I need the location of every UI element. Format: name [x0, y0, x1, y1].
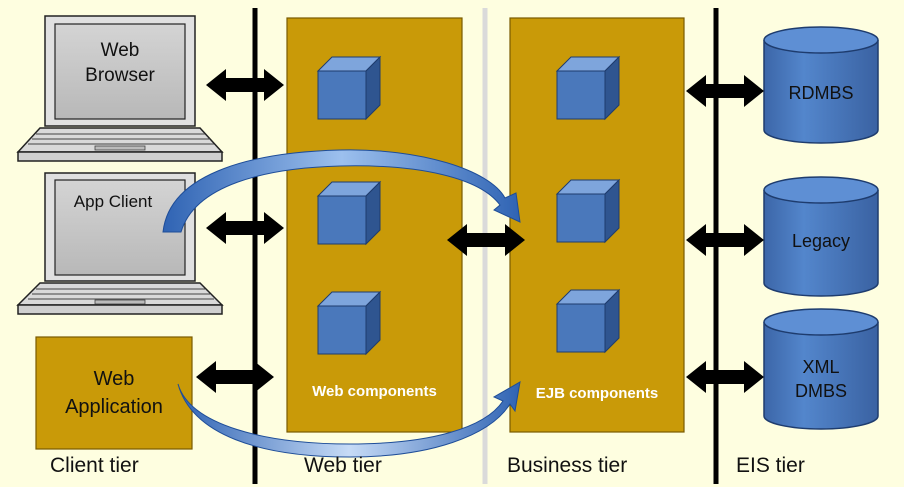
- tier-label-web: Web tier: [304, 454, 382, 477]
- xml-dmbs-line-2: DMBS: [794, 381, 847, 401]
- database-legacy: [763, 176, 879, 297]
- database-xml-dmbs: [763, 308, 879, 430]
- web-component-cube: [317, 56, 381, 120]
- web-browser-line-2: Browser: [85, 65, 155, 86]
- web-component-cube: [317, 181, 381, 245]
- web-components-label: Web components: [312, 383, 437, 400]
- web-browser-line-1: Web: [100, 40, 140, 61]
- app-client-label: App Client: [73, 192, 153, 211]
- arrow-business-legacy: [686, 224, 764, 256]
- legacy-label: Legacy: [791, 231, 851, 251]
- web-application-line-2: Application: [65, 396, 163, 418]
- ejb-components-label: EJB components: [535, 385, 659, 402]
- tier-label-eis: EIS tier: [736, 454, 805, 477]
- flow-arrow-appclient-ejb: [162, 149, 521, 233]
- web-application-line-1: Web: [93, 368, 135, 390]
- arrow-browser-web: [206, 69, 284, 101]
- rdmbs-label: RDMBS: [788, 83, 854, 103]
- web-application-box: [35, 336, 193, 450]
- ejb-component-cube: [556, 56, 620, 120]
- arrow-business-xml: [686, 361, 764, 393]
- laptop-web-browser: [16, 15, 224, 162]
- xml-dmbs-line-1: XML: [802, 357, 840, 377]
- flow-arrow-webapp-ejb: [177, 381, 521, 458]
- ejb-component-cube: [556, 289, 620, 353]
- tier-label-business: Business tier: [507, 454, 628, 477]
- arrow-appclient-web: [206, 212, 284, 244]
- arrow-business-rdmbs: [686, 75, 764, 107]
- database-rdmbs: [763, 26, 879, 144]
- web-browser-label: Web Browser: [55, 38, 185, 88]
- tier-label-client: Client tier: [50, 454, 139, 477]
- web-component-cube: [317, 291, 381, 355]
- arrow-webapp-web: [196, 361, 274, 393]
- xml-dmbs-label: XML DMBS: [764, 355, 878, 403]
- laptop-app-client: [16, 172, 224, 315]
- web-application-label: Web Application: [36, 365, 192, 421]
- ejb-component-cube: [556, 179, 620, 243]
